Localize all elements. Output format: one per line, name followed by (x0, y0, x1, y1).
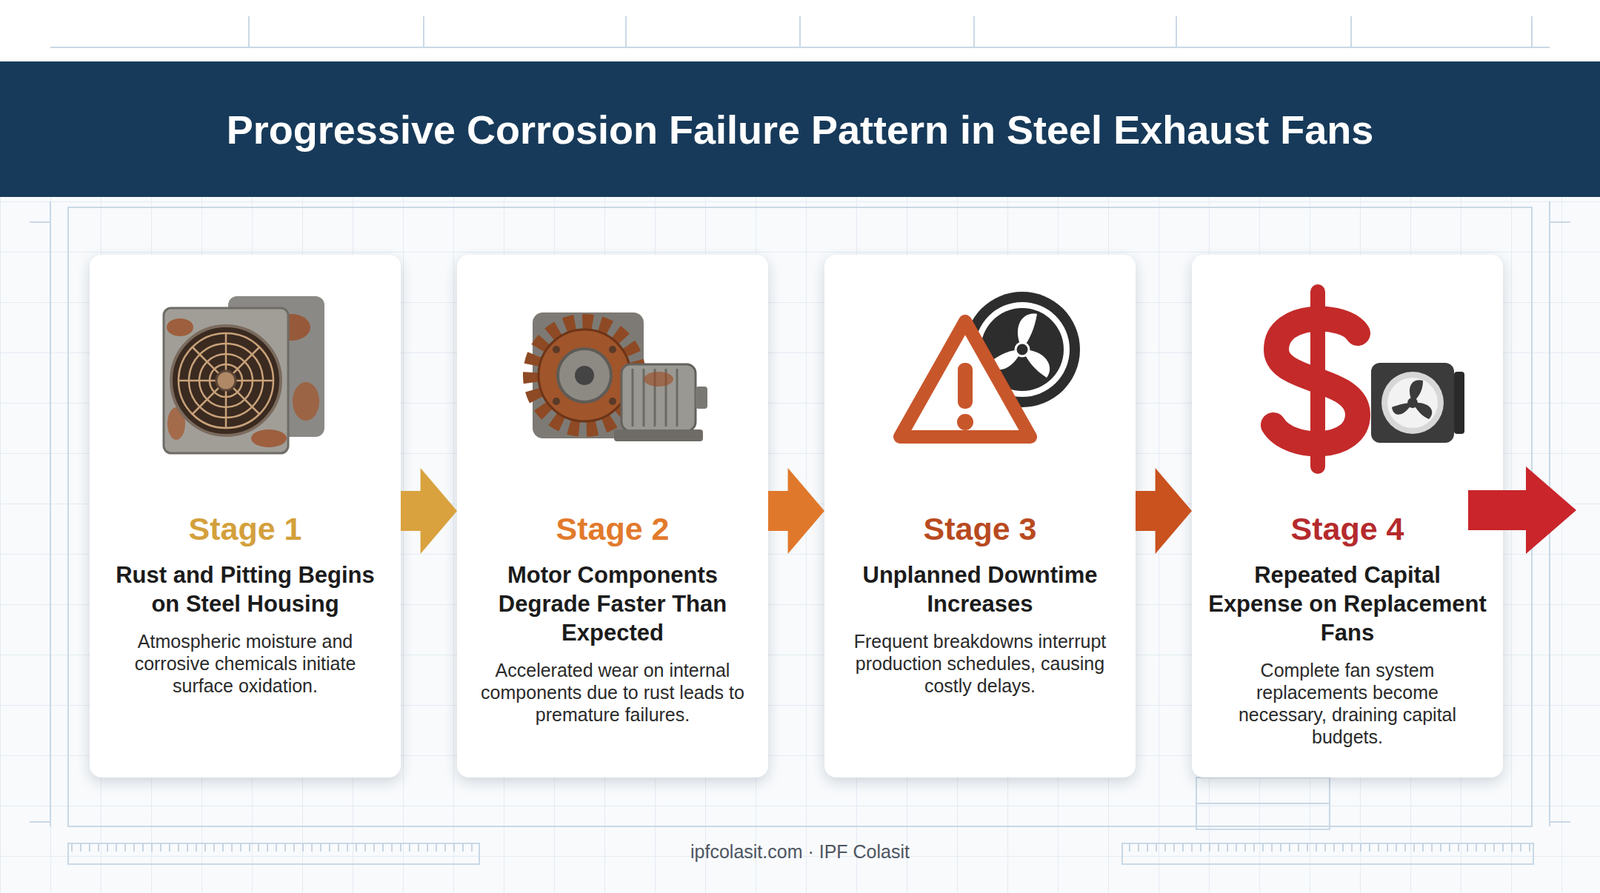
stage-heading: Repeated Capital Expense on Replacement … (1191, 560, 1503, 648)
title-band: Progressive Corrosion Failure Pattern in… (0, 61, 1600, 198)
flow-arrow (768, 468, 825, 555)
stage-card: Stage 3 Unplanned Downtime IncreasesFrequ… (824, 254, 1136, 778)
stage-heading: Motor Components Degrade Faster Than Exp… (457, 560, 769, 648)
stage-heading: Rust and Pitting Begins on Steel Housing (89, 560, 401, 619)
stage-description: Complete fan system replacements become … (1191, 659, 1503, 749)
rusty-fan-icon (163, 296, 325, 454)
stage-description: Accelerated wear on internal components … (457, 659, 769, 726)
flow-arrow (1135, 468, 1192, 555)
stage-card: Stage 2 Motor Components Degrade Faster T… (457, 254, 769, 778)
stage-label: Stage 4 (1291, 510, 1405, 548)
flow-arrow (400, 468, 458, 555)
warning-fan-icon (900, 291, 1080, 438)
rusty-motor-icon (531, 312, 708, 442)
stage-label: Stage 2 (556, 510, 670, 548)
footer-credit: ipfcolasit.com · IPF Colasit (690, 841, 910, 863)
stage-label: Stage 1 (188, 510, 303, 548)
frame-lines (29, 16, 1571, 830)
stage-card: Stage 1 Rust and Pitting Begins on Steel … (89, 254, 401, 778)
stage-card: Stage 4 Repeated Capital Expense on Repla… (1191, 254, 1503, 778)
stage-description: Atmospheric moisture and corrosive chemi… (89, 630, 401, 698)
diagram-title: Progressive Corrosion Failure Pattern in… (226, 106, 1374, 153)
cost-fan-icon (1273, 291, 1465, 467)
stage-label: Stage 3 (923, 510, 1038, 548)
stage-heading: Unplanned Downtime Increases (824, 560, 1136, 619)
stage-description: Frequent breakdowns interrupt production… (824, 630, 1136, 698)
outgoing-arrow (1468, 466, 1577, 555)
